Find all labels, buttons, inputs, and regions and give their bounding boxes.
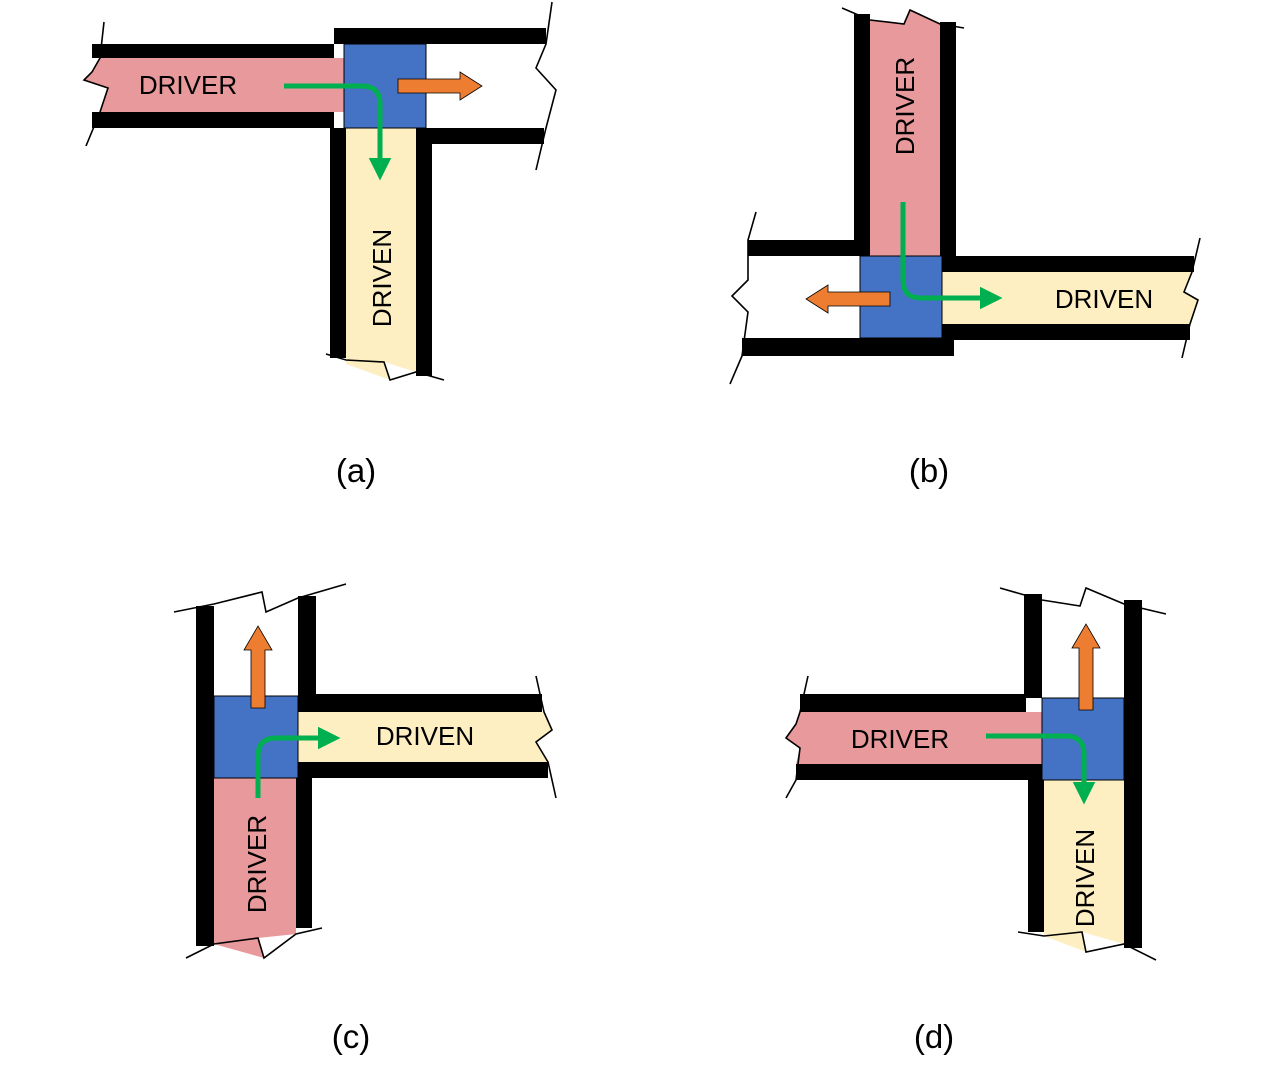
break-line-top	[841, 7, 965, 29]
break-line-bottom	[325, 353, 445, 381]
push-arrow	[243, 625, 273, 709]
driven-label: DRIVEN	[1070, 829, 1100, 927]
panel-b: DRIVER DRIVEN (b)	[729, 7, 1201, 489]
panel-a: DRIVER DRIVEN (a)	[82, 1, 557, 489]
driver-label: DRIVER	[890, 57, 920, 155]
break-line-left	[784, 675, 809, 799]
flow-arrow	[986, 733, 1096, 805]
break-line-top	[173, 583, 347, 614]
flow-arrow	[900, 202, 1003, 310]
break-line-right	[535, 1, 557, 171]
push-arrow	[397, 71, 483, 101]
wall-driver-right	[940, 22, 956, 256]
wall-bottom-right	[428, 128, 544, 144]
driver-label: DRIVER	[139, 70, 237, 100]
wall-driven-top	[940, 256, 1194, 272]
wall-vertical-left-lower	[1028, 780, 1044, 932]
driven-label: DRIVEN	[376, 721, 474, 751]
driver-member	[870, 10, 940, 256]
panel-caption: (b)	[909, 452, 949, 489]
wall-top-right	[334, 28, 546, 44]
driven-member	[1044, 780, 1124, 952]
wall-bottom-left	[742, 338, 954, 356]
driven-label: DRIVEN	[367, 229, 397, 327]
wall-top-left	[92, 44, 334, 58]
driven-label: DRIVEN	[1055, 284, 1153, 314]
push-arrow	[805, 284, 891, 314]
wall-top-left	[800, 694, 1026, 712]
driven-member	[940, 272, 1198, 324]
wall-driven-left	[330, 128, 346, 358]
panel-d: DRIVER DRIVEN (d)	[784, 586, 1167, 1055]
driver-label: DRIVER	[851, 724, 949, 754]
push-arrow	[1071, 623, 1101, 711]
wall-vertical-right	[1124, 600, 1142, 948]
wall-driver-left	[854, 14, 870, 256]
break-line-left	[82, 21, 110, 147]
break-line-right	[1181, 237, 1201, 359]
break-line-top	[999, 586, 1167, 615]
break-line-bottom	[185, 927, 323, 960]
panel-caption: (c)	[332, 1018, 370, 1055]
wall-driven-bottom	[298, 762, 548, 778]
break-line-bottom	[1017, 931, 1157, 961]
panel-caption: (a)	[336, 452, 376, 489]
wall-driven-top	[298, 694, 542, 712]
panel-c: DRIVEN DRIVER (c)	[173, 583, 557, 1055]
break-line-right	[534, 675, 557, 799]
open-end-left	[732, 256, 860, 338]
driven-member	[346, 128, 416, 380]
wall-right-upper	[298, 596, 316, 696]
wall-driven-bottom	[940, 324, 1190, 340]
wall-right-lower	[296, 778, 312, 928]
driver-label: DRIVER	[242, 815, 272, 913]
driven-member	[298, 712, 552, 762]
flow-arrow	[284, 83, 392, 181]
driver-member	[84, 58, 344, 112]
driver-member	[786, 712, 1042, 764]
wall-left	[196, 606, 214, 946]
wall-vertical-left-upper	[1024, 594, 1042, 698]
break-line-left	[729, 211, 757, 385]
wall-bottom-left	[796, 764, 1042, 780]
wall-driven-right	[416, 128, 432, 376]
flow-arrow	[255, 726, 341, 798]
wall-bottom-left	[92, 112, 334, 128]
driver-member	[214, 778, 296, 958]
panel-caption: (d)	[914, 1018, 954, 1055]
wall-top-left	[748, 240, 860, 256]
open-end-right	[426, 44, 556, 128]
